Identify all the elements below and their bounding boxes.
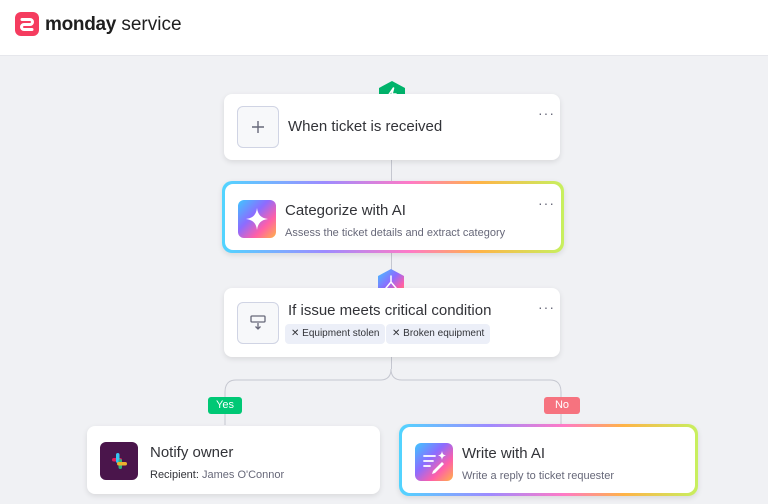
monday-logo-icon bbox=[15, 12, 39, 36]
connector-trigger-categorize bbox=[391, 160, 392, 182]
more-icon[interactable]: ··· bbox=[538, 105, 555, 121]
branch-connector bbox=[224, 368, 562, 425]
notify-recipient: Recipient: James O'Connor bbox=[150, 469, 284, 481]
recipient-label: Recipient: bbox=[150, 469, 199, 481]
add-trigger-button[interactable] bbox=[237, 106, 279, 148]
workflow-canvas: When ticket is received ··· Categorize w… bbox=[0, 56, 768, 504]
slack-icon bbox=[100, 442, 138, 480]
write-ai-card[interactable]: Write with AI Write a reply to ticket re… bbox=[399, 424, 698, 496]
remove-tag-icon[interactable]: ✕ bbox=[291, 328, 300, 339]
trigger-card[interactable]: When ticket is received ··· bbox=[224, 94, 560, 160]
write-ai-icon bbox=[415, 443, 453, 481]
connector-condition-down bbox=[391, 357, 392, 369]
brand-light: service bbox=[121, 14, 182, 35]
write-title: Write with AI bbox=[462, 445, 546, 462]
tag-broken-equipment[interactable]: ✕ Broken equipment bbox=[386, 324, 491, 344]
filter-button[interactable] bbox=[237, 302, 279, 344]
more-icon[interactable]: ··· bbox=[538, 299, 555, 315]
filter-icon bbox=[250, 315, 266, 330]
sparkle-icon bbox=[238, 200, 276, 238]
more-icon[interactable]: ··· bbox=[538, 195, 555, 211]
top-bar: monday service bbox=[0, 0, 768, 56]
remove-tag-icon[interactable]: ✕ bbox=[392, 328, 401, 339]
trigger-title: When ticket is received bbox=[288, 118, 443, 135]
notify-title: Notify owner bbox=[150, 444, 234, 461]
categorize-subtitle: Assess the ticket details and extract ca… bbox=[285, 227, 506, 239]
categorize-title: Categorize with AI bbox=[285, 202, 406, 219]
tag-label: Broken equipment bbox=[403, 328, 485, 339]
tag-label: Equipment stolen bbox=[302, 328, 380, 339]
no-badge: No bbox=[544, 397, 580, 414]
brand-name: monday service bbox=[45, 13, 182, 37]
brand-bold: monday bbox=[45, 14, 117, 35]
yes-badge: Yes bbox=[208, 397, 242, 414]
condition-title: If issue meets critical condition bbox=[288, 302, 492, 319]
categorize-ai-card[interactable]: Categorize with AI Assess the ticket det… bbox=[222, 181, 564, 253]
recipient-value: James O'Connor bbox=[201, 469, 285, 481]
write-subtitle: Write a reply to ticket requester bbox=[462, 470, 615, 482]
tag-equipment-stolen[interactable]: ✕ Equipment stolen bbox=[285, 324, 386, 344]
condition-card[interactable]: If issue meets critical condition ··· ✕ … bbox=[224, 288, 560, 357]
notify-owner-card[interactable]: Notify owner Recipient: James O'Connor bbox=[87, 426, 380, 494]
plus-icon bbox=[252, 121, 264, 133]
